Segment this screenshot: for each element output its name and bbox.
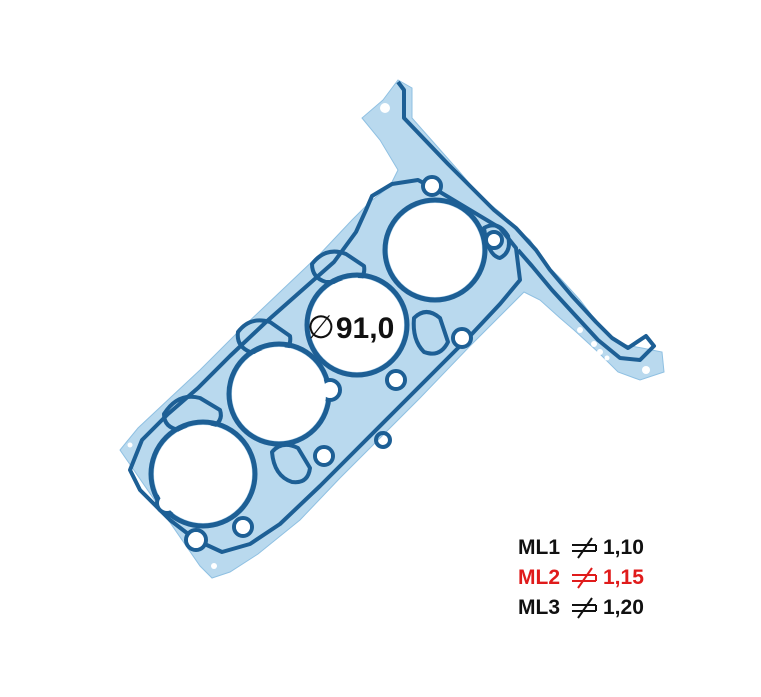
spec-row-ml1: ML1 1,10: [518, 533, 644, 563]
diameter-symbol-icon: ∅: [307, 309, 335, 345]
compressed-thickness-icon: [572, 597, 597, 619]
compressed-thickness-icon: [572, 537, 597, 559]
bore-diameter-value: 91,0: [335, 312, 395, 345]
spec-thickness: 1,15: [603, 566, 644, 589]
spec-code: ML2: [518, 566, 560, 589]
thickness-spec-list: ML1 1,10 ML2 1,15 ML3 1,20: [518, 533, 644, 623]
cylinder-bores: [154, 203, 482, 523]
spec-row-ml2: ML2 1,15: [518, 563, 644, 593]
spec-row-ml3: ML3 1,20: [518, 593, 644, 623]
spec-code: ML3: [518, 596, 560, 619]
spec-thickness: 1,20: [603, 596, 644, 619]
spec-code: ML1: [518, 536, 560, 559]
spec-thickness: 1,10: [603, 536, 644, 559]
compressed-thickness-icon: [572, 567, 597, 589]
bore-diameter-label: ∅91,0: [307, 308, 394, 346]
